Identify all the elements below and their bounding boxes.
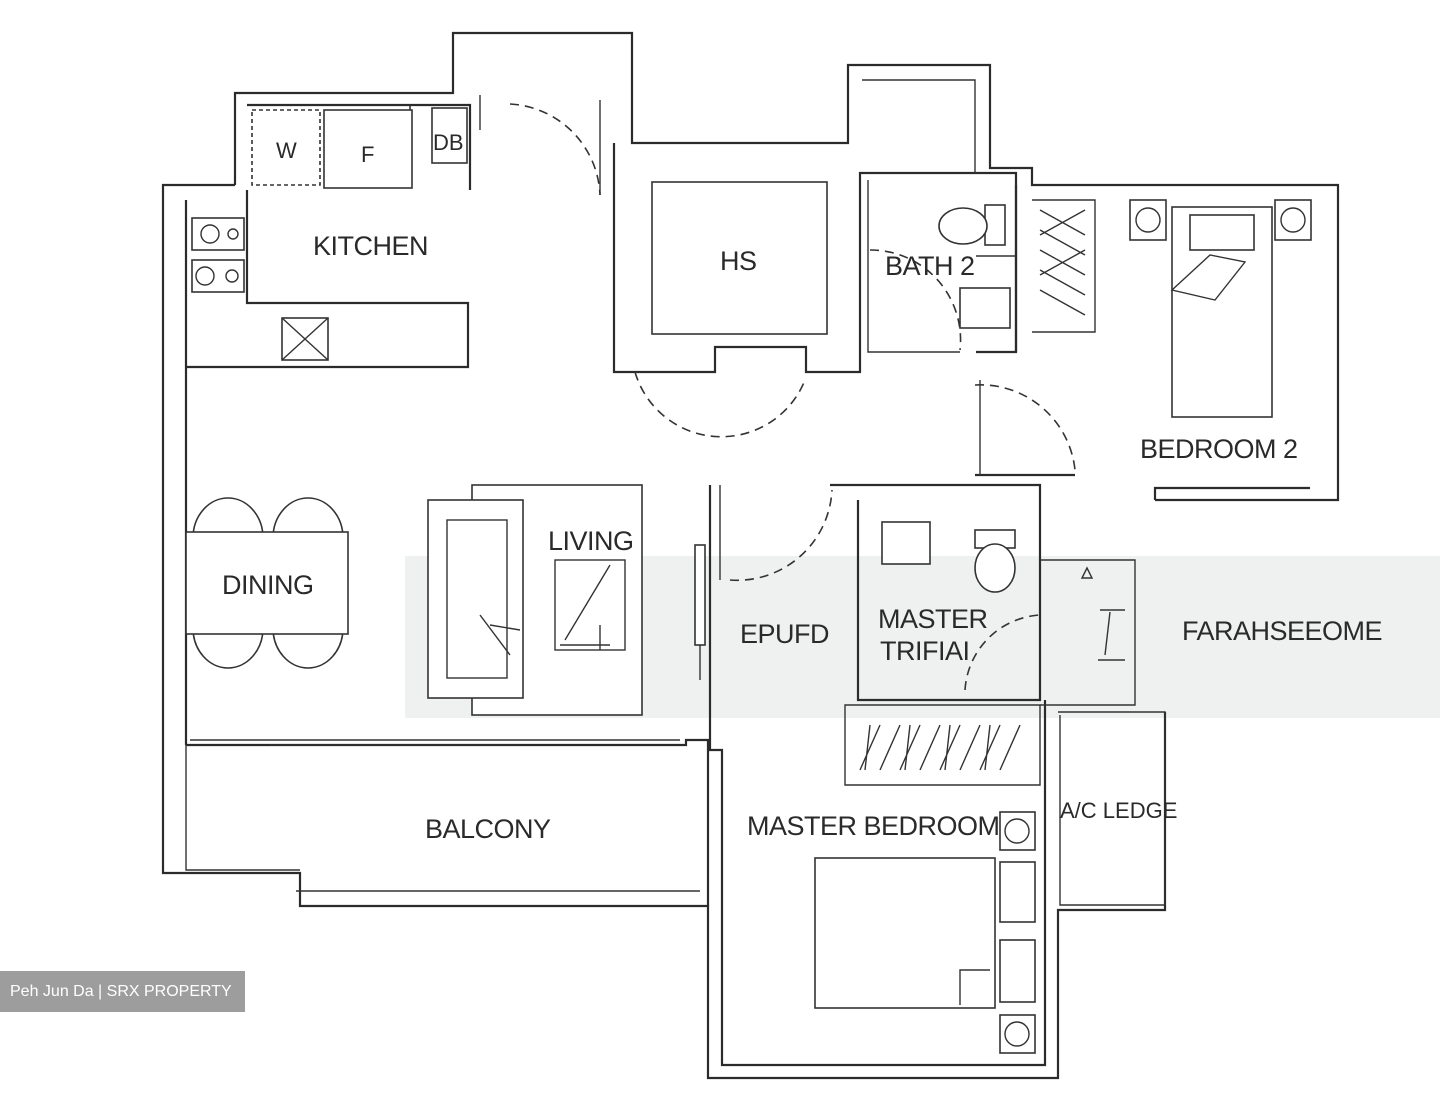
bath2-door-swing [869,249,962,351]
bath2-store [862,79,976,173]
watermark-badge: Peh Jun Da | SRX PROPERTY [0,971,245,1012]
hs-box [651,181,828,335]
label-kitchen: KITCHEN [313,231,428,261]
kitchen-inner-wall [186,190,470,369]
label-master-bath-1: MASTER [878,604,988,634]
bed2-left-wall [975,185,1075,477]
main-door-swing [509,103,601,196]
washer-box [251,109,321,186]
master-bath-walls [830,483,1042,702]
balcony-inner [185,745,700,892]
bed2-wardrobe [1032,199,1096,333]
label-garbled-room: FARAHSEEOME [1182,616,1382,646]
master-wardrobe [844,704,1041,786]
living-sketch [479,564,611,656]
main-door-leaf [479,95,601,195]
bed2-wardrobe-hangers-icon [1039,209,1086,316]
sink-icon [281,317,329,361]
master-basin [881,521,931,565]
master-wardrobe-hangers-icon [859,724,1021,771]
label-washer: W [276,138,297,163]
sofa-icon [427,484,643,716]
sliding-door [190,739,680,746]
storage-sketch [1098,609,1125,661]
label-ac-ledge: A/C LEDGE [1060,798,1177,823]
label-master-bedroom: MASTER BEDROOM [747,811,1000,841]
bath2-inner [867,180,1016,353]
bed2-icon [1129,199,1312,418]
label-living: LIVING [548,526,634,556]
hs-door-swing [634,371,806,438]
master-bed-icon [814,811,1036,1054]
label-corridor: ΕΡUFD [740,619,829,649]
db-box [431,107,468,164]
label-fridge: F [361,142,374,167]
dining-table-icon [185,497,349,669]
hob-icon [191,217,245,293]
storage-walls [1040,559,1136,706]
bedroom2-door-swing [974,384,1076,471]
master-bed-walls [708,485,1047,1067]
toilet-icon-master [974,529,1016,593]
label-master-bath-2: TRIFIAI [880,636,970,666]
fridge-box [323,109,413,189]
master-door-swing [729,489,833,582]
kitchen-top-wall [247,103,472,190]
label-db: DB [433,130,464,155]
bed2-bottom-wall [1153,486,1310,500]
outer-wall-top [233,31,1340,502]
ac-ledge-walls [1058,711,1166,906]
basin-bath2 [959,287,1011,329]
label-dining: DINING [222,570,314,600]
corridor-panel [694,544,706,646]
label-hs: HS [720,246,757,276]
label-bath2: BATH 2 [885,251,975,281]
label-bedroom2: BEDROOM 2 [1140,434,1298,464]
storage-marker [1080,566,1094,579]
label-balcony: BALCONY [425,814,551,844]
toilet-icon-bath2 [938,204,1006,246]
